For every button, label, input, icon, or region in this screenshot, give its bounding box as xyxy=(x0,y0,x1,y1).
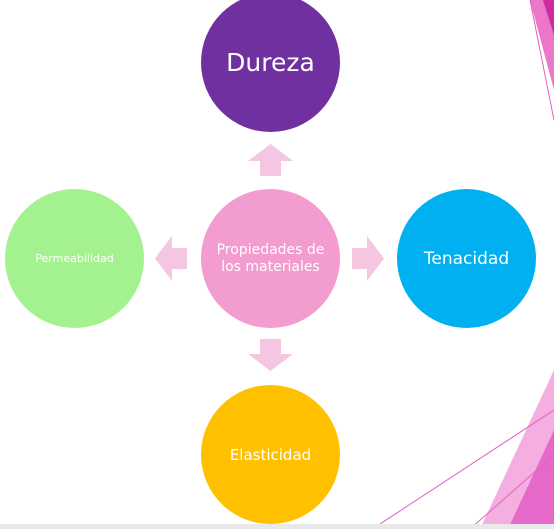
arrow-left xyxy=(155,236,187,281)
decor-triangle-top-right xyxy=(530,0,554,90)
arrow-up xyxy=(248,144,293,176)
arrow-down xyxy=(248,339,293,371)
node-permeabilidad: Permeabilidad xyxy=(5,189,144,328)
node-permeabilidad-label: Permeabilidad xyxy=(35,252,114,265)
node-dureza: Dureza xyxy=(201,0,340,132)
node-tenacidad: Tenacidad xyxy=(397,189,536,328)
node-center-propiedades: Propiedades de los materiales xyxy=(201,189,340,328)
node-dureza-label: Dureza xyxy=(226,48,315,77)
arrow-right xyxy=(352,236,384,281)
node-elasticidad-label: Elasticidad xyxy=(229,445,312,464)
node-tenacidad-label: Tenacidad xyxy=(423,248,510,269)
window-bottom-edge xyxy=(0,524,554,529)
node-center-label: Propiedades de los materiales xyxy=(216,241,325,275)
node-elasticidad: Elasticidad xyxy=(201,385,340,524)
